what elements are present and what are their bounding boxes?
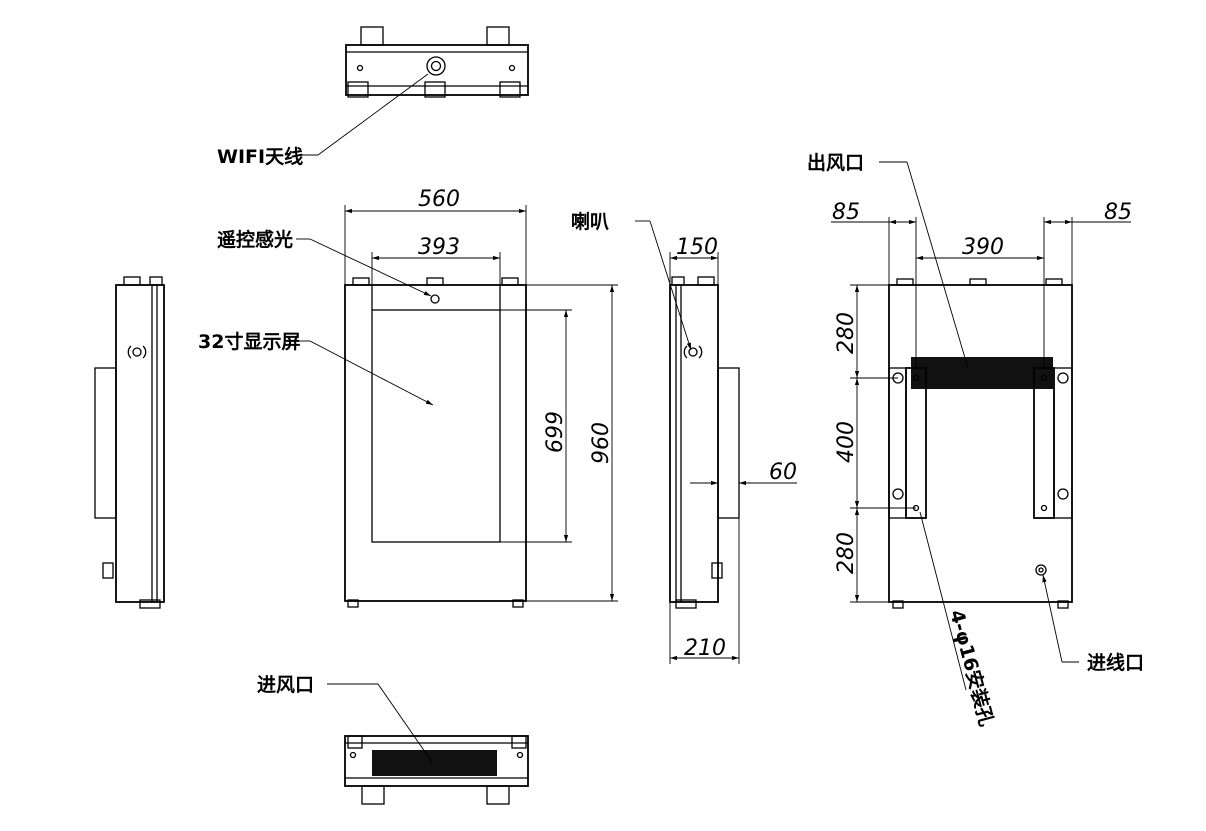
dim-front-width: 560	[418, 187, 460, 212]
wifi-callout: WIFI天线	[217, 73, 429, 168]
inlet-callout: 进风口	[257, 674, 433, 763]
speaker-icon	[127, 345, 147, 359]
air-inlet-label: 进风口	[257, 674, 314, 696]
speaker-icon	[683, 345, 703, 359]
front-dimensions: 560 393 699 960	[344, 187, 618, 602]
front-callouts: 遥控感光 32寸显示屏	[198, 228, 434, 406]
antenna-icon	[426, 56, 446, 76]
dim-bracket-depth: 60	[769, 460, 797, 485]
dim-back-right-offset: 85	[1104, 200, 1132, 225]
dim-back-hole-spacing: 390	[962, 235, 1004, 260]
top-view	[345, 26, 529, 98]
inlet-grille	[372, 750, 497, 776]
dim-screen-height: 699	[543, 411, 568, 453]
speaker-callout: 喇叭	[571, 211, 692, 351]
dim-screen-width: 393	[418, 235, 460, 260]
mount-holes-label: 4-φ16安装孔	[945, 607, 998, 728]
remote-sensor-label: 遥控感光	[217, 228, 293, 251]
dim-side-total-depth: 210	[684, 636, 726, 661]
screen-label: 32寸显示屏	[198, 330, 300, 353]
dim-back-bottom: 280	[834, 532, 859, 574]
bottom-view	[344, 735, 529, 805]
speaker-label: 喇叭	[571, 211, 609, 233]
back-view	[888, 278, 1073, 609]
outlet-grille	[911, 357, 1053, 389]
wifi-antenna-label: WIFI天线	[217, 145, 303, 168]
dim-side-depth: 150	[676, 235, 718, 260]
side-dimensions: 150 210 60	[669, 235, 797, 664]
back-dimensions: 85 85 390 280 400 280	[831, 200, 1132, 603]
dim-back-left-offset: 85	[832, 200, 860, 225]
dim-total-height: 960	[589, 422, 614, 464]
remote-sensor	[430, 294, 440, 304]
cable-entry-label: 进线口	[1087, 651, 1144, 674]
air-outlet-label: 出风口	[807, 151, 864, 174]
cable-port-icon	[1035, 564, 1047, 576]
right-side-view	[669, 276, 740, 609]
front-view	[344, 277, 527, 608]
dim-back-top: 280	[834, 312, 859, 354]
dim-back-mid: 400	[834, 421, 859, 463]
left-side-view	[94, 276, 165, 609]
